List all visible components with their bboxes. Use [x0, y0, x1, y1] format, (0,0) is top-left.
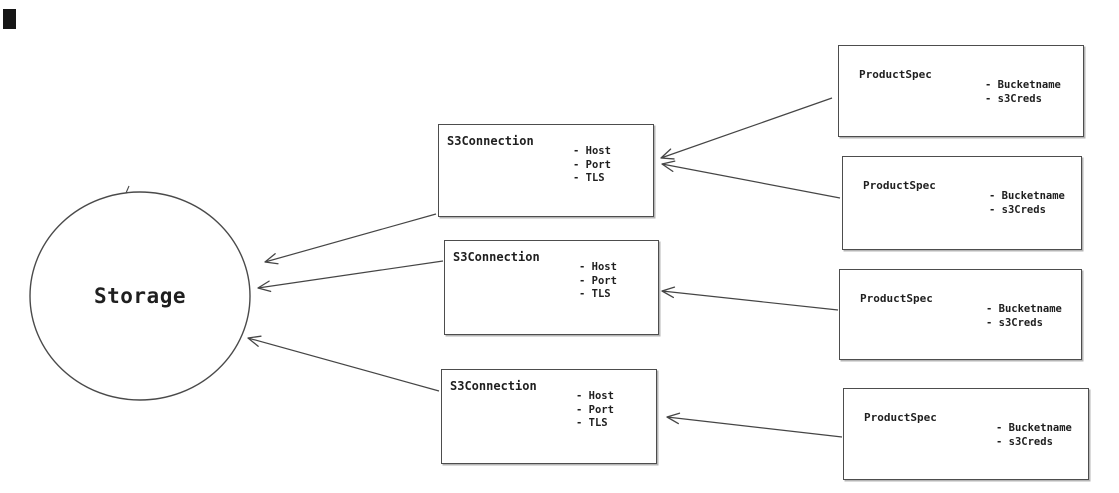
- productspec-node-1: ProductSpec - Bucketname - s3Creds: [838, 45, 1084, 137]
- arrow-productspec2-to-s3connection1: [661, 160, 841, 199]
- s3connection-node-2: S3Connection - Host - Port - TLS: [444, 240, 659, 335]
- attribute-host: - Host: [576, 390, 614, 402]
- attribute-tls: - TLS: [576, 417, 608, 429]
- productspec-attributes: - Bucketname - s3Creds: [996, 421, 1072, 449]
- productspec-title: ProductSpec: [864, 411, 937, 424]
- s3connection-attributes: - Host - Port - TLS: [579, 261, 617, 302]
- productspec-node-3: ProductSpec - Bucketname - s3Creds: [839, 269, 1082, 360]
- attribute-host: - Host: [579, 261, 617, 273]
- s3connection-node-3: S3Connection - Host - Port - TLS: [441, 369, 657, 464]
- attribute-bucketname: - Bucketname: [986, 303, 1062, 315]
- attribute-s3creds: - s3Creds: [989, 204, 1046, 216]
- productspec-attributes: - Bucketname - s3Creds: [986, 302, 1062, 330]
- s3connection-attributes: - Host - Port - TLS: [573, 145, 611, 186]
- productspec-node-2: ProductSpec - Bucketname - s3Creds: [842, 156, 1082, 250]
- productspec-node-4: ProductSpec - Bucketname - s3Creds: [843, 388, 1089, 480]
- attribute-s3creds: - s3Creds: [986, 317, 1043, 329]
- arrow-productspec1-to-s3connection1: [660, 97, 833, 160]
- attribute-host: - Host: [573, 145, 611, 157]
- arrow-s3connection1-to-storage: [264, 213, 437, 265]
- s3connection-title: S3Connection: [453, 250, 540, 264]
- storage-node: Storage: [30, 192, 250, 400]
- attribute-bucketname: - Bucketname: [989, 190, 1065, 202]
- arrow-s3connection3-to-storage: [247, 335, 440, 392]
- attribute-s3creds: - s3Creds: [985, 93, 1042, 105]
- productspec-title: ProductSpec: [860, 292, 933, 305]
- attribute-port: - Port: [573, 158, 611, 171]
- productspec-attributes: - Bucketname - s3Creds: [989, 189, 1065, 217]
- productspec-title: ProductSpec: [863, 179, 936, 192]
- arrow-productspec4-to-s3connection3: [666, 412, 843, 438]
- corner-mark: [3, 9, 16, 29]
- attribute-tls: - TLS: [573, 172, 605, 184]
- attribute-port: - Port: [576, 403, 614, 416]
- s3connection-title: S3Connection: [447, 134, 534, 148]
- storage-label: Storage: [93, 284, 186, 308]
- s3connection-title: S3Connection: [450, 379, 537, 393]
- s3connection-node-1: S3Connection - Host - Port - TLS: [438, 124, 654, 217]
- attribute-tls: - TLS: [579, 288, 611, 300]
- circle-sketch-tick: [125, 185, 130, 194]
- arrow-productspec3-to-s3connection2: [661, 286, 839, 311]
- productspec-title: ProductSpec: [859, 68, 932, 81]
- arrow-s3connection2-to-storage: [257, 260, 444, 293]
- attribute-s3creds: - s3Creds: [996, 436, 1053, 448]
- attribute-bucketname: - Bucketname: [996, 422, 1072, 434]
- attribute-port: - Port: [579, 274, 617, 287]
- attribute-bucketname: - Bucketname: [985, 79, 1061, 91]
- s3connection-attributes: - Host - Port - TLS: [576, 390, 614, 431]
- productspec-attributes: - Bucketname - s3Creds: [985, 78, 1061, 106]
- storage-circle: [29, 191, 251, 401]
